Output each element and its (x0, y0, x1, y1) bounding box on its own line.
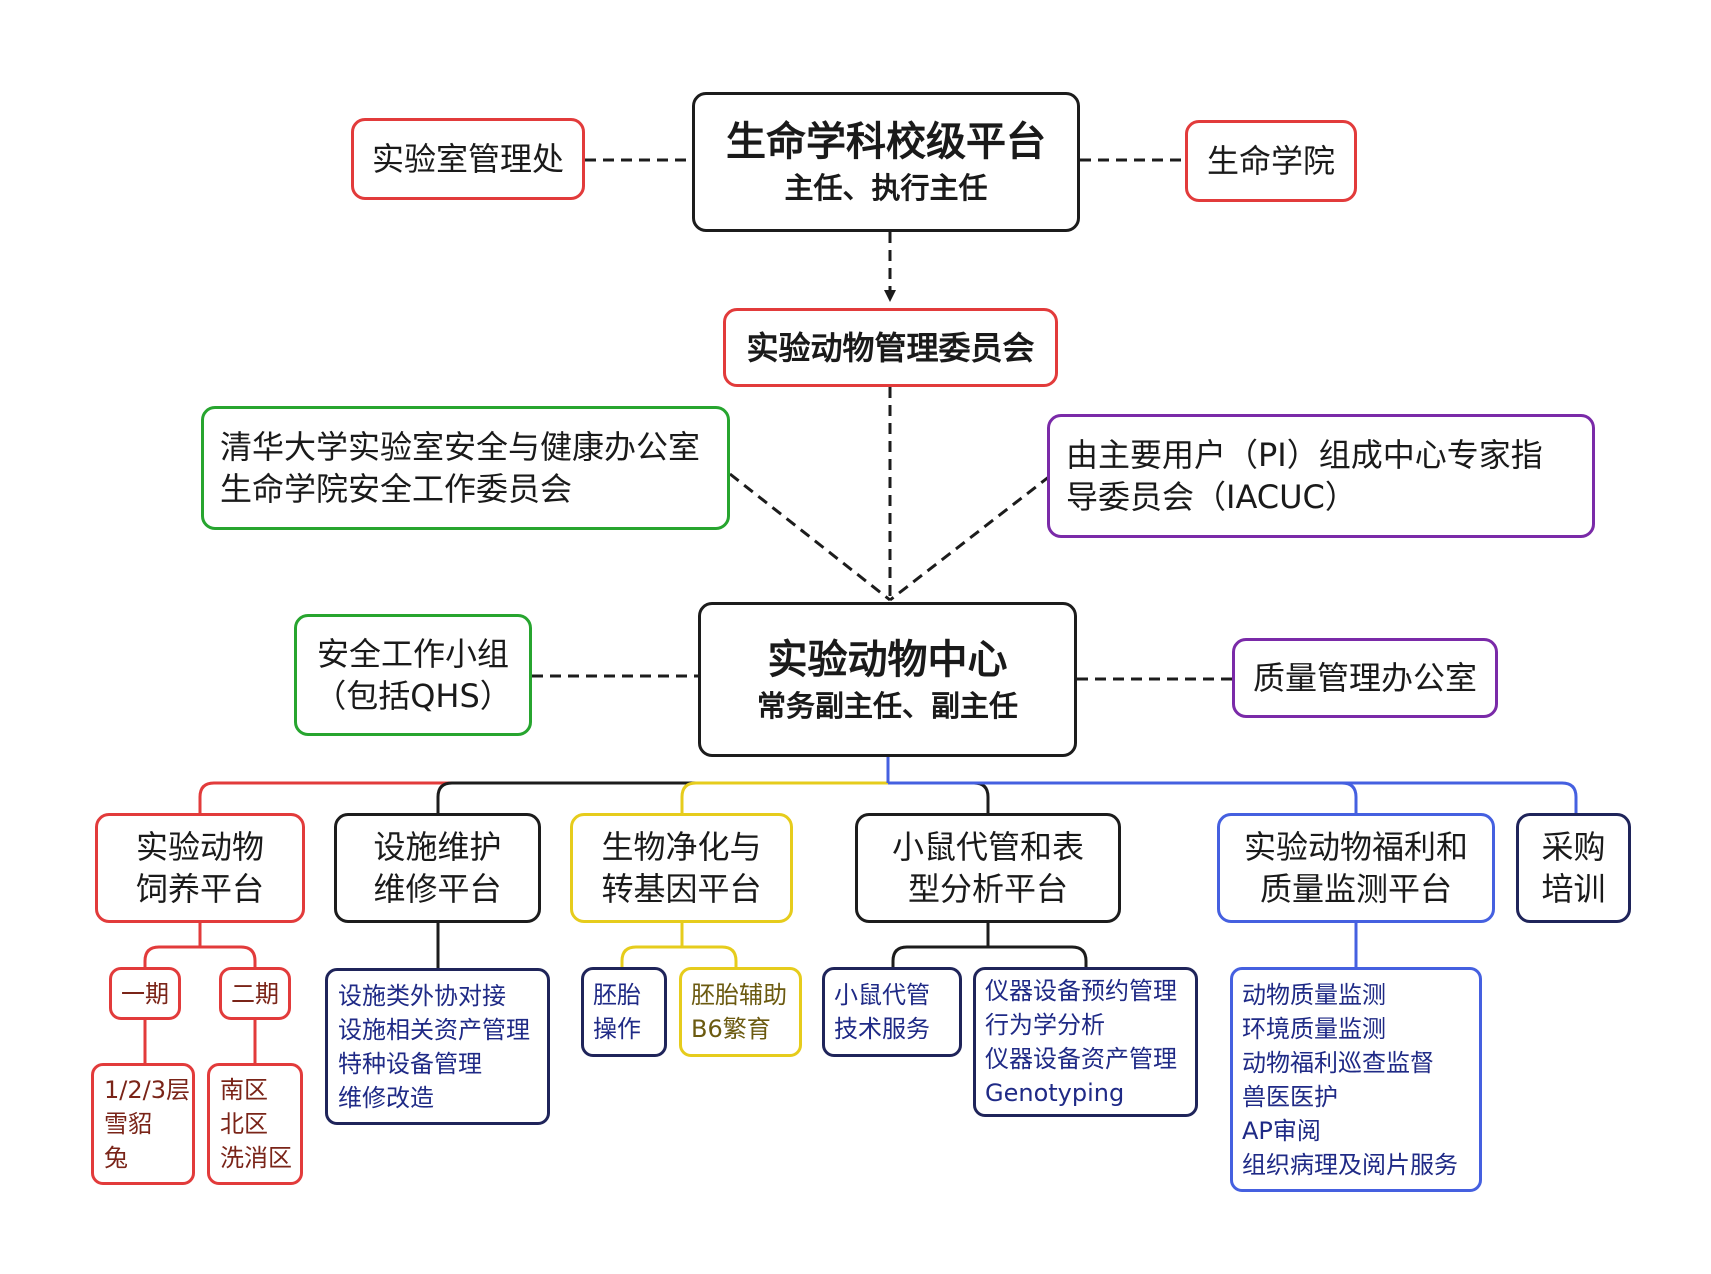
list-item: 设施相关资产管理 (338, 1015, 530, 1044)
iacuc-box: 由主要用户（PI）组成中心专家指 导委员会（IACUC） (1047, 414, 1595, 538)
phase2-label: 二期 (231, 979, 279, 1008)
welfare-items-box: 动物质量监测 环境质量监测 动物福利巡查监督 兽医医护 AP审阅 组织病理及阅片… (1230, 967, 1482, 1192)
list-item: 行为学分析 (985, 1011, 1105, 1039)
platform-welfare-line2: 质量监测平台 (1259, 870, 1452, 908)
lab-management-office-label: 实验室管理处 (371, 140, 564, 178)
list-item: AP审阅 (1242, 1116, 1321, 1145)
platform-mouse-line1: 小鼠代管和表 (891, 828, 1084, 866)
list-item: 小鼠代管 (834, 981, 930, 1009)
branch-breeding (198, 781, 888, 813)
platform-purchase-box: 采购 培训 (1516, 813, 1631, 923)
school-platform-title: 生命学科校级平台 (726, 119, 1046, 165)
platform-breeding-box: 实验动物 饲养平台 (95, 813, 305, 923)
branch-bio (680, 781, 888, 813)
safety-group-line1: 安全工作小组 (316, 635, 509, 673)
branch-mouse (888, 781, 990, 813)
school-platform-box: 生命学科校级平台 主任、执行主任 (692, 92, 1080, 232)
iacuc-line1: 由主要用户（PI）组成中心专家指 (1066, 436, 1543, 474)
list-item: 北区 (220, 1110, 268, 1138)
animal-center-box: 实验动物中心 常务副主任、副主任 (698, 602, 1077, 757)
platform-purchase-line1: 采购 (1541, 828, 1606, 866)
school-platform-subtitle: 主任、执行主任 (784, 171, 988, 205)
list-item: 仪器设备资产管理 (985, 1045, 1177, 1073)
branch-welfare (888, 781, 1358, 813)
list-item: 胚胎辅助 (691, 981, 787, 1009)
list-item: 技术服务 (834, 1015, 930, 1043)
branch-facility (436, 781, 888, 813)
list-item: B6繁育 (691, 1015, 771, 1043)
sub-breeding (143, 923, 257, 967)
mouse-equipment-box: 仪器设备预约管理 行为学分析 仪器设备资产管理 Genotyping (973, 967, 1198, 1117)
sub-bio (620, 923, 738, 967)
platform-purchase-line2: 培训 (1541, 870, 1606, 908)
platform-mouse-line2: 型分析平台 (907, 870, 1068, 908)
list-item: 环境质量监测 (1242, 1014, 1386, 1043)
phase1-items-box: 1/2/3层 雪貂 兔 (91, 1063, 195, 1185)
list-item: 仪器设备预约管理 (985, 977, 1177, 1005)
branch-purchase (888, 781, 1578, 813)
connector-safety-office (729, 472, 891, 602)
list-item: 胚胎 (593, 981, 641, 1009)
animal-center-title: 实验动物中心 (767, 636, 1008, 683)
list-item: 设施类外协对接 (338, 981, 506, 1010)
safety-group-line2: （包括QHS） (314, 677, 512, 715)
animal-management-committee-box: 实验动物管理委员会 (723, 308, 1058, 387)
safety-office-line1: 清华大学实验室安全与健康办公室 (220, 428, 701, 466)
platform-mouse-box: 小鼠代管和表 型分析平台 (855, 813, 1121, 923)
platform-breeding-line1: 实验动物 (135, 828, 264, 866)
list-item: 操作 (593, 1015, 641, 1043)
list-item: 组织病理及阅片服务 (1242, 1150, 1458, 1179)
phase2-items-box: 南区 北区 洗消区 (207, 1063, 303, 1185)
platform-facility-box: 设施维护 维修平台 (334, 813, 541, 923)
platform-facility-line2: 维修平台 (373, 870, 502, 908)
platform-bio-line2: 转基因平台 (601, 870, 762, 908)
school-of-life-sciences-box: 生命学院 (1185, 120, 1357, 202)
list-item: Genotyping (985, 1079, 1125, 1107)
mouse-custody-box: 小鼠代管 技术服务 (822, 967, 962, 1057)
bio-assist-box: 胚胎辅助 B6繁育 (679, 967, 802, 1057)
list-item: 洗消区 (220, 1144, 292, 1172)
platform-bio-line1: 生物净化与 (601, 828, 762, 866)
school-of-life-sciences-label: 生命学院 (1206, 142, 1335, 180)
list-item: 动物质量监测 (1242, 980, 1386, 1009)
quality-office-label: 质量管理办公室 (1252, 659, 1477, 697)
list-item: 维修改造 (338, 1083, 434, 1112)
facility-items-box: 设施类外协对接 设施相关资产管理 特种设备管理 维修改造 (325, 968, 550, 1125)
connector-iacuc (889, 474, 1051, 602)
animal-center-subtitle: 常务副主任、副主任 (756, 688, 1018, 723)
list-item: 兽医医护 (1242, 1082, 1338, 1111)
iacuc-line2: 导委员会（IACUC） (1066, 478, 1357, 516)
list-item: 兔 (104, 1144, 128, 1172)
platform-welfare-line1: 实验动物福利和 (1243, 828, 1468, 866)
list-item: 雪貂 (104, 1110, 152, 1138)
safety-group-box: 安全工作小组 （包括QHS） (294, 614, 532, 736)
safety-office-line2: 生命学院安全工作委员会 (220, 470, 573, 508)
animal-management-committee-label: 实验动物管理委员会 (746, 328, 1035, 367)
platform-facility-line1: 设施维护 (373, 828, 502, 866)
list-item: 动物福利巡查监督 (1242, 1048, 1434, 1077)
lab-management-office-box: 实验室管理处 (351, 118, 585, 200)
phase2-box: 二期 (219, 967, 291, 1020)
platform-bio-box: 生物净化与 转基因平台 (570, 813, 793, 923)
bio-embryo-box: 胚胎 操作 (581, 967, 667, 1057)
safety-office-box: 清华大学实验室安全与健康办公室 生命学院安全工作委员会 (201, 406, 730, 530)
list-item: 1/2/3层 (104, 1076, 190, 1104)
list-item: 特种设备管理 (338, 1049, 482, 1078)
platform-welfare-box: 实验动物福利和 质量监测平台 (1217, 813, 1495, 923)
phase1-box: 一期 (109, 967, 181, 1020)
quality-office-box: 质量管理办公室 (1232, 638, 1498, 718)
sub-mouse (891, 923, 1088, 967)
phase1-label: 一期 (121, 979, 169, 1008)
list-item: 南区 (220, 1076, 268, 1104)
platform-breeding-line2: 饲养平台 (135, 870, 264, 908)
